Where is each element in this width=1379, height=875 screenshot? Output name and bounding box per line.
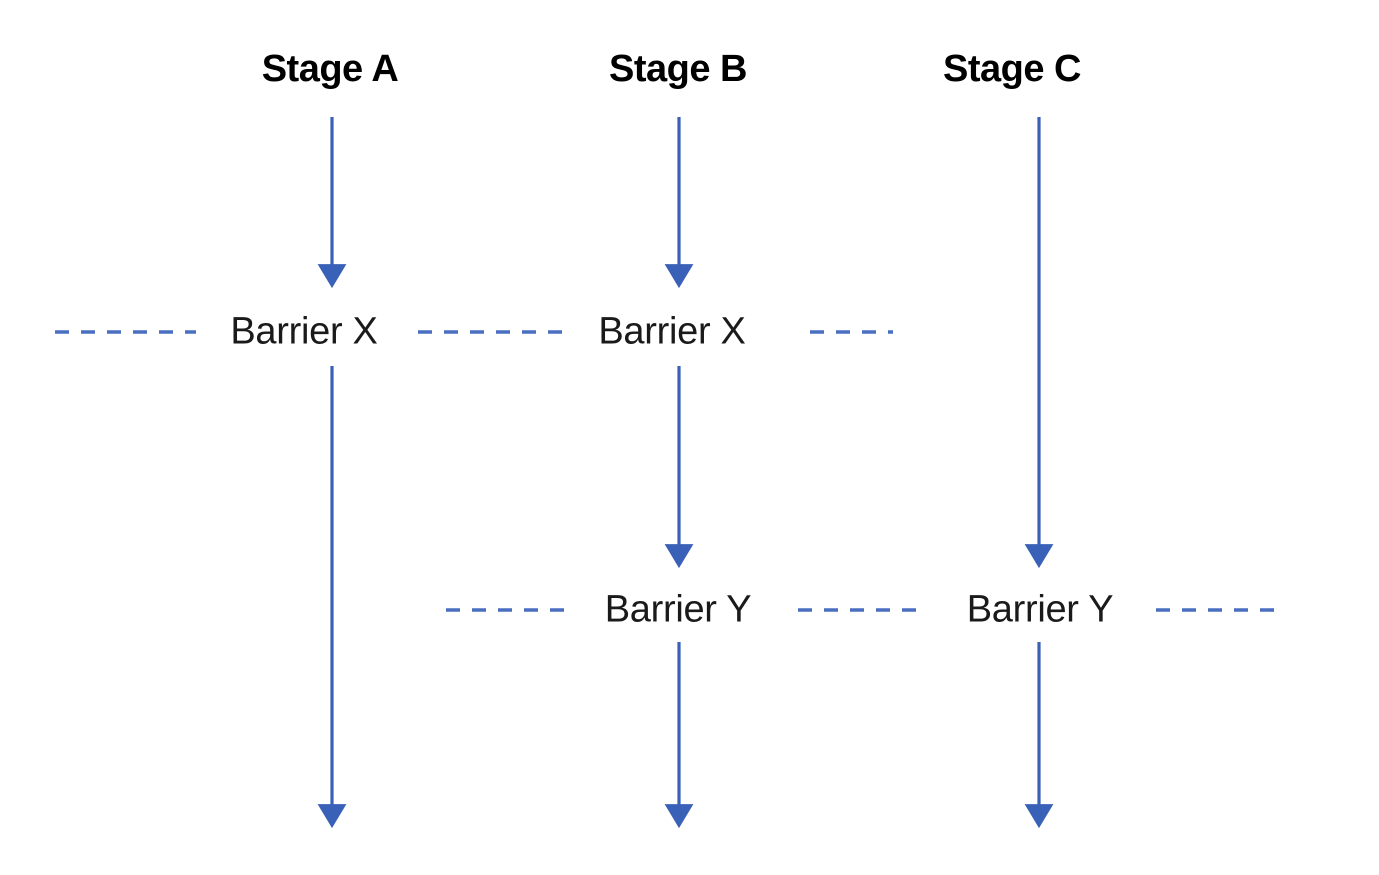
stage-label-a: Stage A	[261, 48, 399, 90]
stage-label-c: Stage C	[943, 48, 1081, 90]
barrier-label-x-b: Barrier X	[592, 310, 752, 354]
stage-label-b: Stage B	[609, 48, 747, 90]
barrier-label-y-b: Barrier Y	[598, 588, 758, 632]
barrier-label-x-a: Barrier X	[224, 310, 384, 354]
barrier-label-y-c: Barrier Y	[960, 588, 1120, 632]
